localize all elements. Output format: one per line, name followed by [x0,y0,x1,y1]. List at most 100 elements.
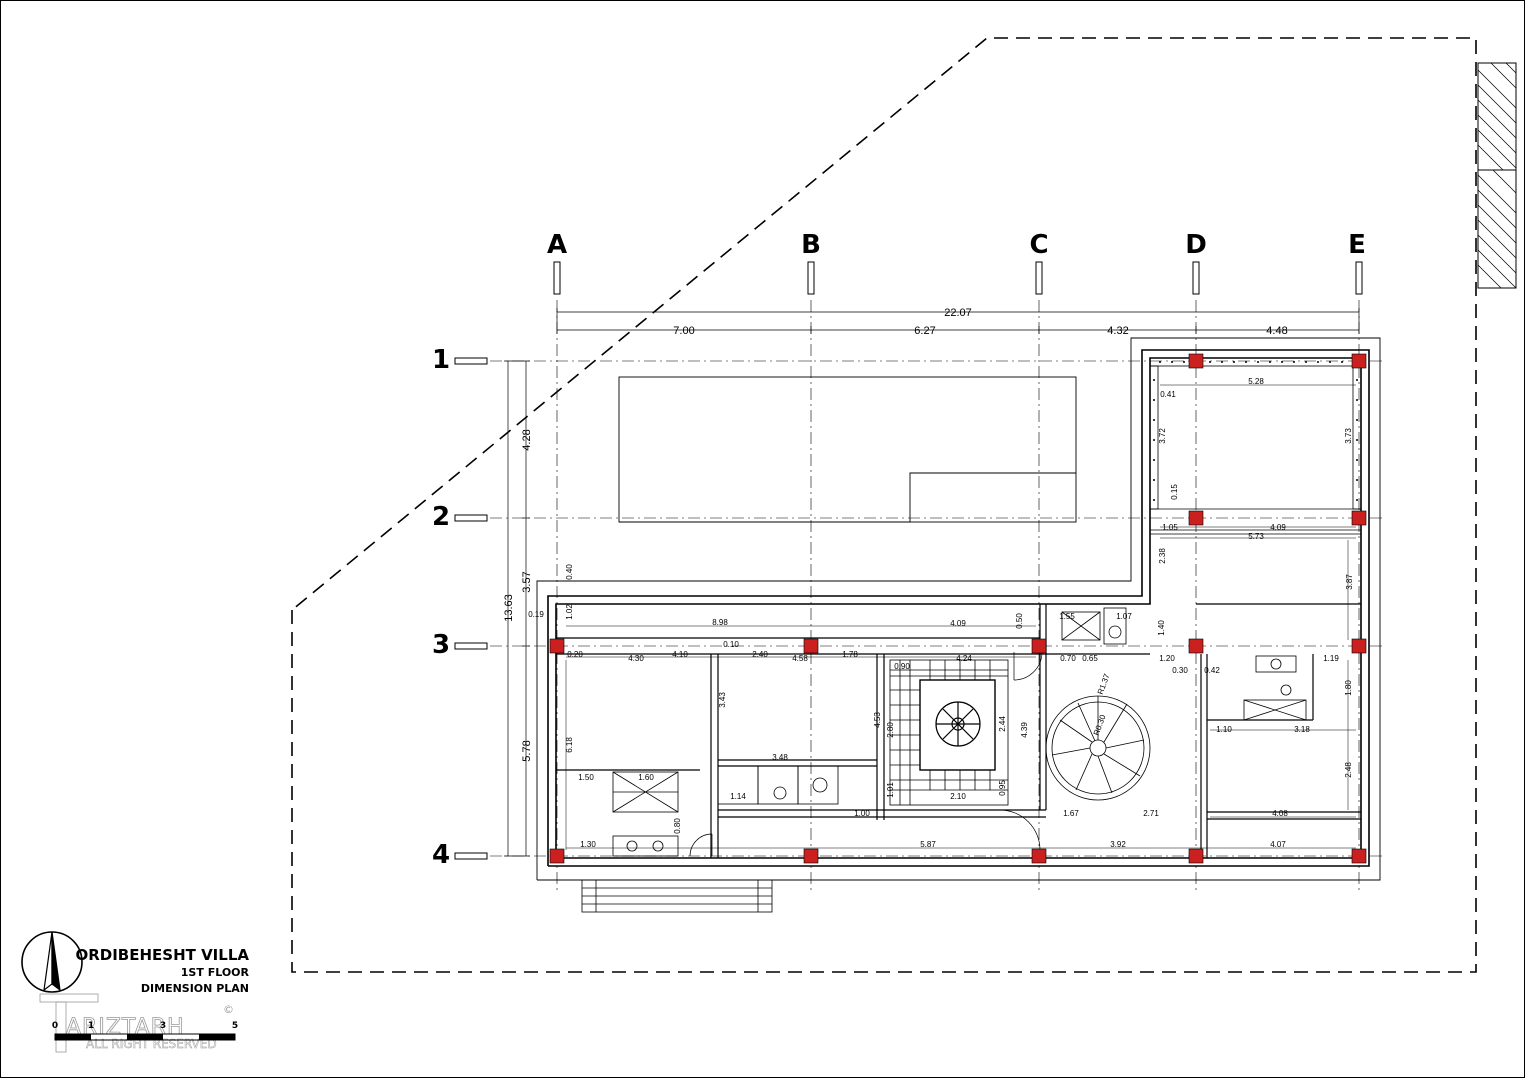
svg-text:0.42: 0.42 [1204,666,1220,675]
svg-text:4.07: 4.07 [1270,840,1286,849]
grid-label-2: 2 [432,502,450,532]
svg-text:R0.30: R0.30 [1092,713,1108,737]
dim-row-23: 3.57 [521,571,533,592]
svg-text:1: 1 [88,1021,94,1031]
svg-text:2.38: 2.38 [1158,548,1167,564]
svg-text:0.90: 0.90 [894,662,910,671]
svg-text:3.72: 3.72 [1158,428,1167,444]
grid-label-1: 1 [432,345,450,375]
interior-walls [556,603,1361,858]
svg-text:0.80: 0.80 [673,818,682,834]
terrace-planter [1149,357,1362,535]
svg-text:1.30: 1.30 [580,840,596,849]
svg-text:5.73: 5.73 [1248,532,1264,541]
dim-bay-ab: 7.00 [673,325,694,337]
dim-bay-bc: 6.27 [914,325,935,337]
grid-row-labels: 1 2 3 4 [432,345,488,870]
svg-text:6.18: 6.18 [565,737,574,753]
svg-text:4.09: 4.09 [1270,523,1286,532]
dim-row-12: 4.28 [521,429,533,450]
neighbor-hatch [1477,62,1517,289]
left-dimensions [504,360,530,857]
svg-text:1.07: 1.07 [1116,612,1132,621]
svg-text:2.44: 2.44 [998,716,1007,732]
grid-axes [490,300,1385,890]
tree-icon [935,701,981,747]
svg-text:4.58: 4.58 [792,654,808,663]
svg-text:1.19: 1.19 [1323,654,1339,663]
svg-text:5.87: 5.87 [920,840,936,849]
grid-column-labels: A B C D E [547,230,1366,295]
entry-steps [581,879,773,913]
top-dimensions [556,308,1360,334]
svg-text:4.30: 4.30 [628,654,644,663]
north-arrow-icon [21,931,83,993]
grid-label-a: A [547,230,567,260]
exterior-walls [547,349,1370,867]
svg-text:0.70: 0.70 [1060,654,1076,663]
svg-text:3.87: 3.87 [1345,574,1354,590]
svg-text:1.80: 1.80 [1344,680,1353,696]
svg-text:2.48: 2.48 [1344,762,1353,778]
plan-type-label: DIMENSION PLAN [141,982,249,995]
svg-text:3.92: 3.92 [1110,840,1126,849]
grid-label-e: E [1348,230,1366,260]
svg-text:2.10: 2.10 [950,792,966,801]
svg-text:1.10: 1.10 [1216,725,1232,734]
svg-text:3.43: 3.43 [718,692,727,708]
interior-dimension-lines [565,384,1356,850]
svg-text:2.40: 2.40 [752,650,768,659]
svg-text:0.19: 0.19 [528,610,544,619]
svg-text:8.98: 8.98 [712,618,728,627]
footprint-outline [536,337,1381,881]
svg-text:1.00: 1.00 [854,809,870,818]
svg-text:1.02: 1.02 [565,604,574,620]
svg-text:1.05: 1.05 [1162,523,1178,532]
grid-label-c: C [1029,230,1048,260]
dim-bay-cd: 4.32 [1107,325,1128,337]
svg-text:3: 3 [160,1021,166,1031]
brand-logo: ARIZTARH ALL RIGHT RESERVED [39,993,217,1053]
svg-text:3.18: 3.18 [1294,725,1310,734]
dim-overall-width: 22.07 [944,307,972,319]
grid-label-b: B [801,230,821,260]
fixtures [612,607,1307,857]
floor-label: 1ST FLOOR [181,966,250,979]
svg-text:1.14: 1.14 [730,792,746,801]
grid-label-d: D [1185,230,1207,260]
dim-row-34: 5.78 [521,740,533,761]
svg-text:0.40: 0.40 [565,564,574,580]
svg-text:1.50: 1.50 [578,773,594,782]
svg-text:0.20: 0.20 [567,650,583,659]
straight-stair [889,659,1009,806]
svg-text:4.24: 4.24 [956,654,972,663]
svg-text:0.65: 0.65 [1082,654,1098,663]
svg-text:1.78: 1.78 [842,650,858,659]
svg-text:1.55: 1.55 [1059,612,1075,621]
svg-text:4.08: 4.08 [1272,809,1288,818]
svg-text:1.67: 1.67 [1063,809,1079,818]
structural-columns [549,353,1367,864]
svg-text:2.80: 2.80 [886,722,895,738]
doors [689,651,1043,857]
svg-text:3.48: 3.48 [772,753,788,762]
svg-text:5.28: 5.28 [1248,377,1264,386]
project-title: ORDIBEHESHT VILLA [75,946,249,964]
title-block: ORDIBEHESHT VILLA 1ST FLOOR DIMENSION PL… [75,946,249,995]
svg-text:0.10: 0.10 [723,640,739,649]
svg-text:0.15: 0.15 [1170,484,1179,500]
scale-bar: 0 1 3 5 [52,1021,238,1041]
svg-text:4.10: 4.10 [672,650,688,659]
svg-text:5: 5 [232,1021,238,1031]
svg-text:4.53: 4.53 [873,712,882,728]
grid-label-3: 3 [432,630,450,660]
copyright-mark: © [223,1003,234,1016]
svg-text:2.71: 2.71 [1143,809,1159,818]
site-boundary [291,37,1477,973]
svg-text:0.50: 0.50 [1015,613,1024,629]
svg-text:1.01: 1.01 [886,782,895,798]
svg-text:0.41: 0.41 [1160,390,1176,399]
dim-overall-depth: 13.63 [503,594,515,622]
